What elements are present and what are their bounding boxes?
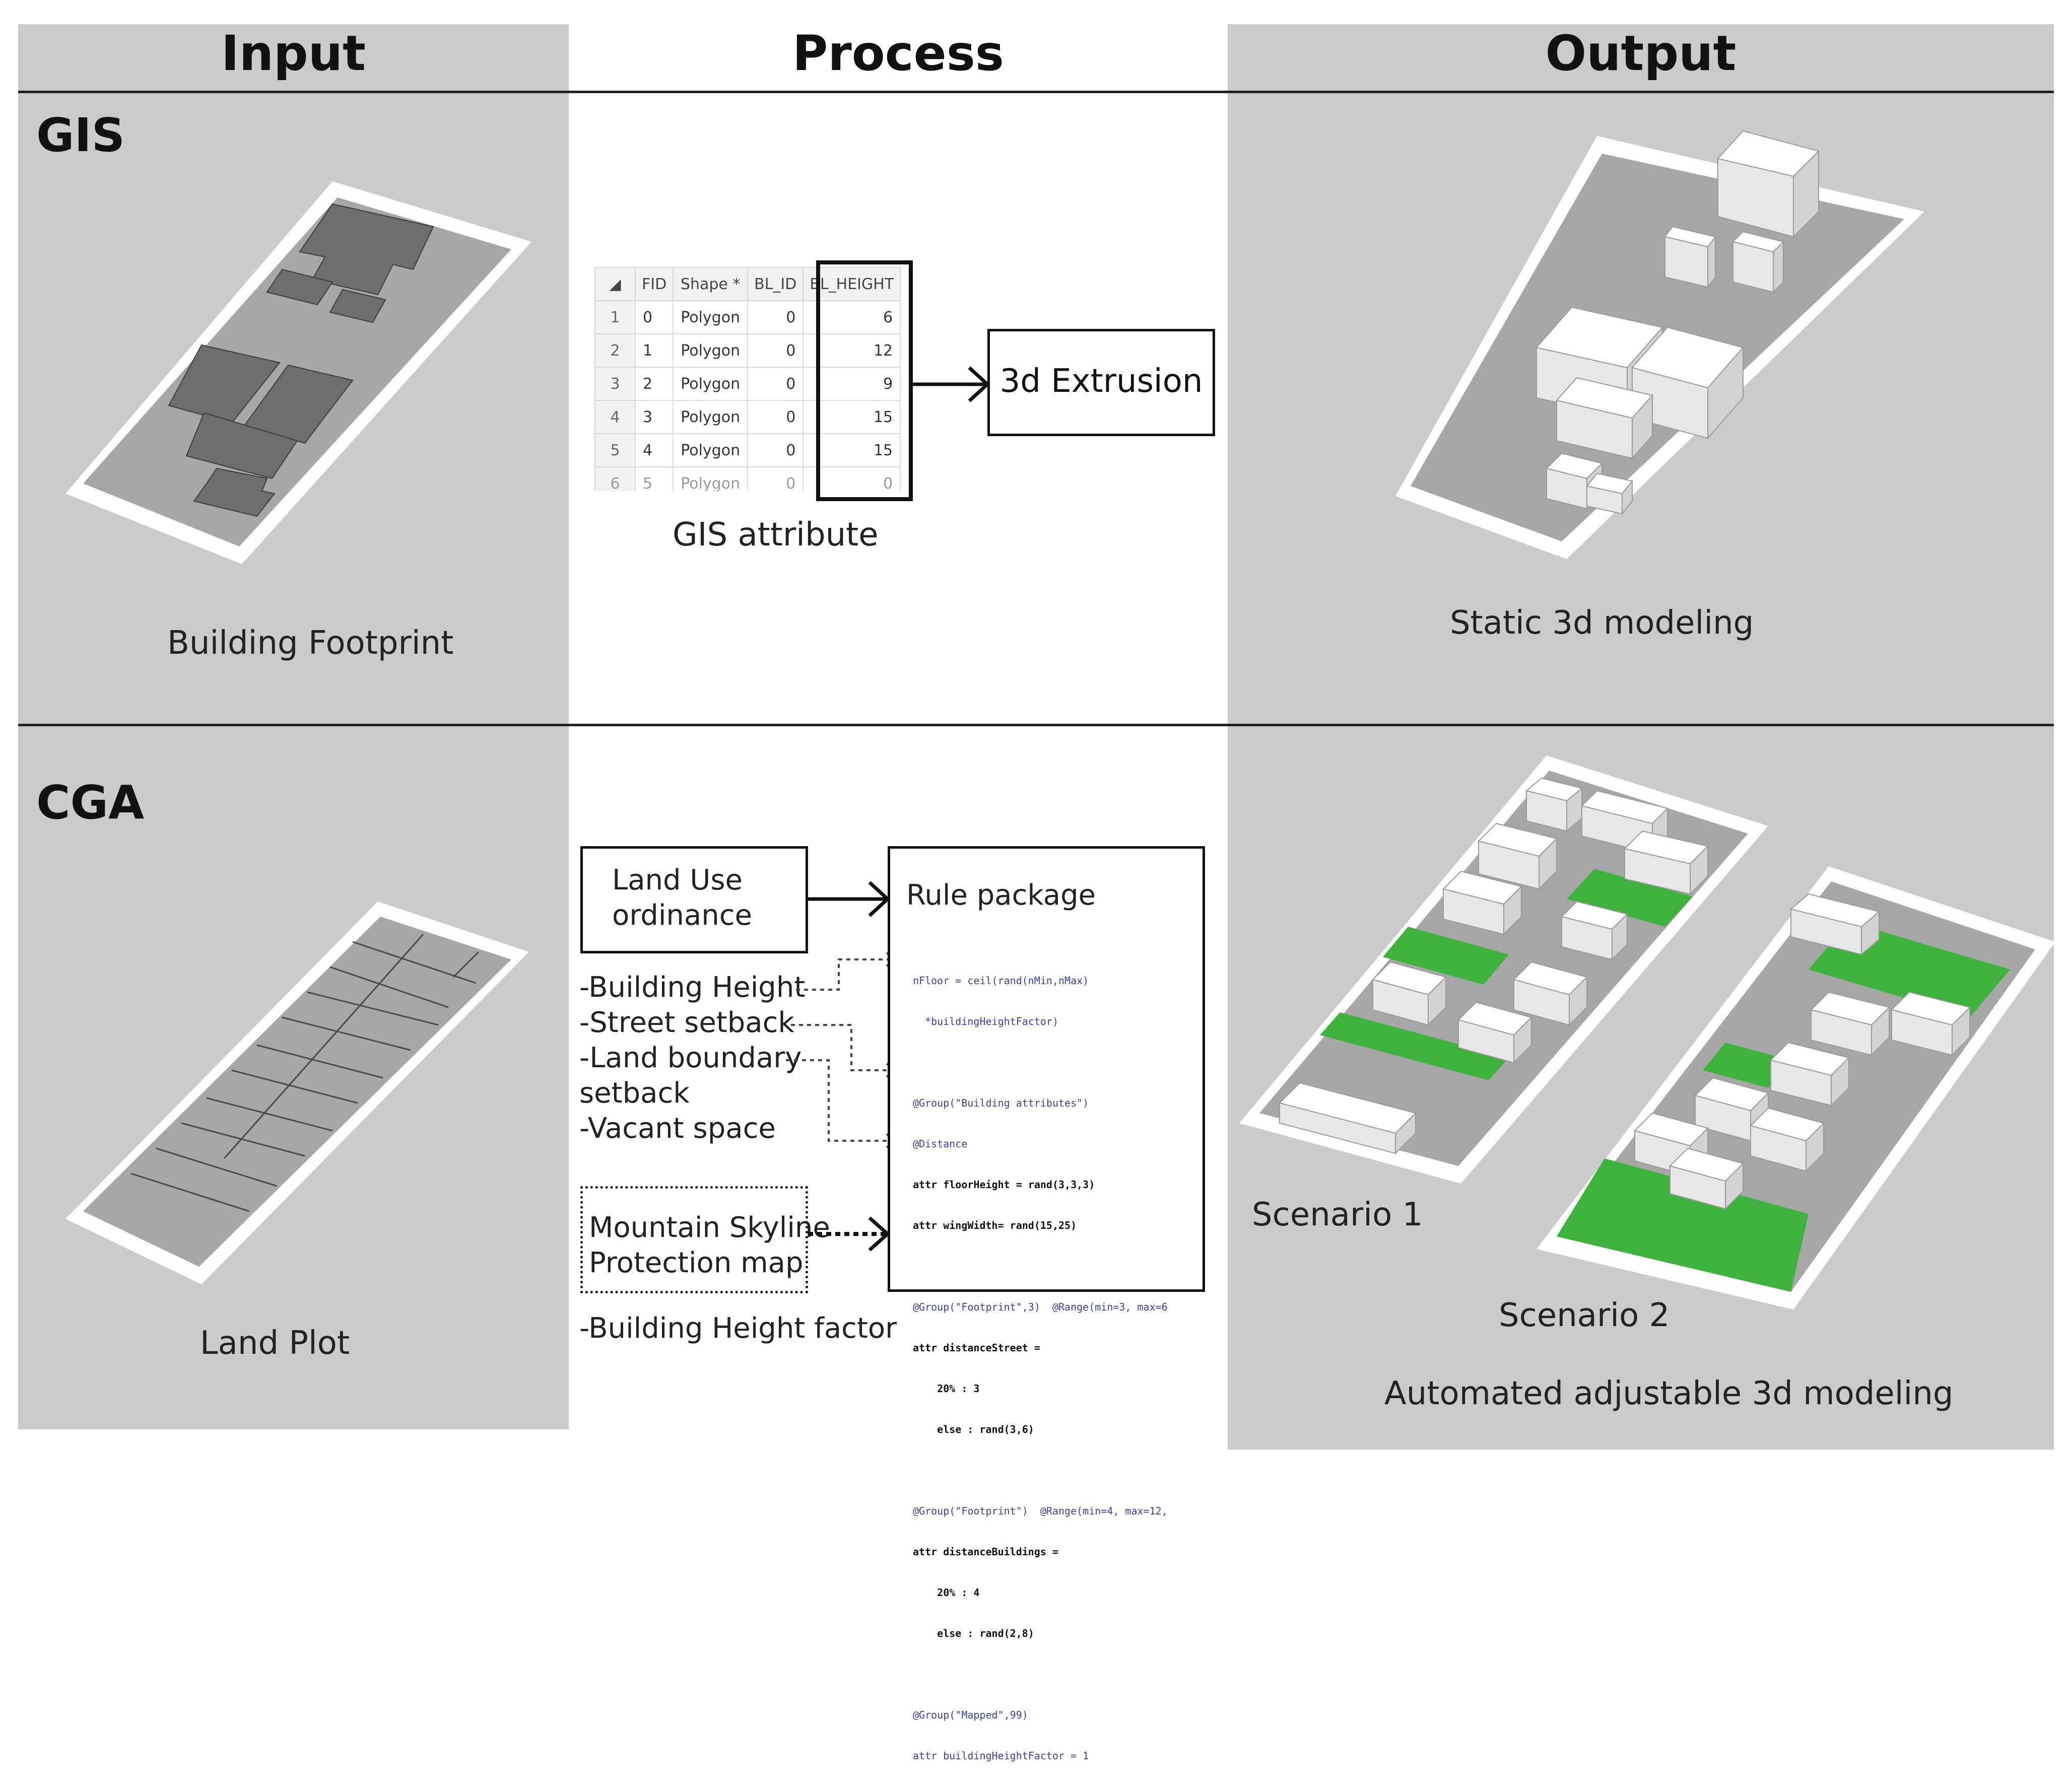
code-line: @Group("Footprint",3) @Range(min=3, max=… (913, 1301, 1168, 1313)
code-line: nFloor = ceil(rand(nMin,nMax) (913, 975, 1089, 987)
section-label-cga: CGA (36, 776, 145, 830)
param-street-setback: -Street setback (579, 1006, 794, 1039)
cell-bl-id: 0 (747, 367, 804, 401)
code-line (913, 1260, 1168, 1273)
code-line (913, 1464, 1168, 1477)
bl-height-highlight (816, 260, 913, 501)
param-building-height: -Building Height (579, 971, 806, 1004)
code-line: attr floorHeight = rand(3,3,3) (913, 1179, 1095, 1191)
cell-shape: Polygon (673, 300, 749, 334)
code-line: 20% : 4 (913, 1587, 980, 1599)
code-line: @Group("Footprint") @Range(min=4, max=12… (913, 1505, 1168, 1517)
cell-shape: Polygon (673, 433, 749, 467)
land-use-box: Land Use ordinance (580, 846, 808, 953)
column-header-bl-id[interactable]: BL_ID (747, 267, 804, 301)
cell-shape: Polygon (673, 466, 749, 491)
gis-attribute-caption: GIS attribute (673, 516, 879, 554)
column-header-fid[interactable]: FID (634, 267, 674, 301)
cell-shape: Polygon (673, 333, 749, 368)
code-line: @Group("Mapped",99) (913, 1709, 1028, 1721)
row-number: 2 (594, 333, 636, 368)
cell-fid: 5 (634, 466, 674, 491)
land-use-label-line2: ordinance (612, 899, 752, 932)
code-line: @Distance (913, 1138, 968, 1150)
section-label-gis: GIS (36, 108, 125, 162)
code-line: 20% : 3 (913, 1383, 980, 1395)
automated-modeling-caption: Automated adjustable 3d modeling (1384, 1375, 1954, 1412)
row-number: 4 (594, 400, 636, 434)
cell-fid: 4 (634, 433, 674, 467)
table-row[interactable]: 2 1 Polygon 0 12 (594, 333, 901, 368)
code-line: @Group("Building attributes") (913, 1097, 1089, 1109)
code-line (913, 1056, 1168, 1069)
rule-package-code: nFloor = ceil(rand(nMin,nMax) *buildingH… (913, 947, 1168, 1790)
code-line: attr buildingHeightFactor = 1 (913, 1750, 1089, 1762)
cell-bl-id: 0 (747, 400, 804, 434)
param-vacant-space: -Vacant space (579, 1112, 776, 1145)
extrusion-label: 3d Extrusion (999, 363, 1203, 400)
skyline-arrow-icon (808, 1216, 891, 1252)
code-line: else : rand(3,6) (913, 1423, 1034, 1435)
table-corner: ◢ (594, 267, 636, 301)
scenario-1-model-illustration (1239, 755, 1768, 1184)
row-number: 1 (594, 300, 636, 334)
cell-shape: Polygon (673, 400, 749, 434)
code-line: attr distanceStreet = (913, 1342, 1040, 1354)
land-plot-illustration (65, 902, 529, 1284)
rule-package-box: Rule package nFloor = ceil(rand(nMin,nMa… (888, 846, 1205, 1762)
code-line: *buildingHeightFactor) (913, 1015, 1058, 1027)
row-divider (18, 724, 2054, 726)
row-number: 5 (594, 433, 636, 467)
land-plot-caption: Land Plot (200, 1325, 350, 1362)
cell-bl-id: 0 (747, 433, 804, 467)
header-process: Process (792, 25, 1004, 82)
extrusion-arrow-icon (913, 366, 990, 402)
cell-bl-id: 0 (747, 466, 804, 491)
param-land-boundary: -Land boundary (579, 1042, 802, 1074)
cell-bl-id: 0 (747, 300, 804, 334)
cell-fid: 2 (634, 367, 674, 401)
code-line: attr distanceBuildings = (913, 1546, 1058, 1558)
code-line: attr wingWidth= rand(15,25) (913, 1219, 1077, 1231)
row-number: 6 (594, 466, 636, 491)
skyline-map-box: Mountain Skyline Protection map (580, 1186, 830, 1293)
row-number: 3 (594, 367, 636, 401)
skyline-label-line2: Protection map (589, 1247, 804, 1279)
land-use-label-line1: Land Use (612, 864, 743, 897)
param-building-height-factor: -Building Height factor (579, 1312, 897, 1345)
building-footprint-illustration (65, 181, 531, 564)
code-line: else : rand(2,8) (913, 1627, 1034, 1639)
header-divider (18, 91, 2054, 93)
param-setback: setback (579, 1077, 690, 1110)
skyline-label-line1: Mountain Skyline (589, 1211, 830, 1244)
column-header-shape[interactable]: Shape * (673, 267, 749, 301)
gis-attribute-table-clip: ◢ FID Shape * BL_ID BL_HEIGHT 1 0 Polygo… (594, 267, 912, 491)
header-input: Input (221, 25, 366, 82)
static-3d-model-illustration (1395, 130, 1924, 559)
land-use-arrow-icon (808, 881, 891, 917)
header-output: Output (1545, 25, 1736, 82)
extrusion-box: 3d Extrusion (987, 329, 1215, 436)
building-footprint-caption: Building Footprint (167, 625, 454, 662)
table-row[interactable]: 1 0 Polygon 0 6 (594, 300, 901, 334)
code-line (913, 1668, 1168, 1681)
cell-fid: 0 (634, 300, 674, 334)
cell-fid: 1 (634, 333, 674, 368)
rule-package-title: Rule package (906, 879, 1096, 912)
gis-attribute-table: ◢ FID Shape * BL_ID BL_HEIGHT 1 0 Polygo… (594, 267, 901, 491)
scenario-1-label: Scenario 1 (1252, 1196, 1423, 1233)
cell-shape: Polygon (673, 367, 749, 401)
scenario-2-model-illustration (1536, 866, 2055, 1310)
scenario-2-label: Scenario 2 (1499, 1297, 1670, 1334)
cell-bl-id: 0 (747, 333, 804, 368)
cell-fid: 3 (634, 400, 674, 434)
static-modeling-caption: Static 3d modeling (1450, 604, 1754, 642)
